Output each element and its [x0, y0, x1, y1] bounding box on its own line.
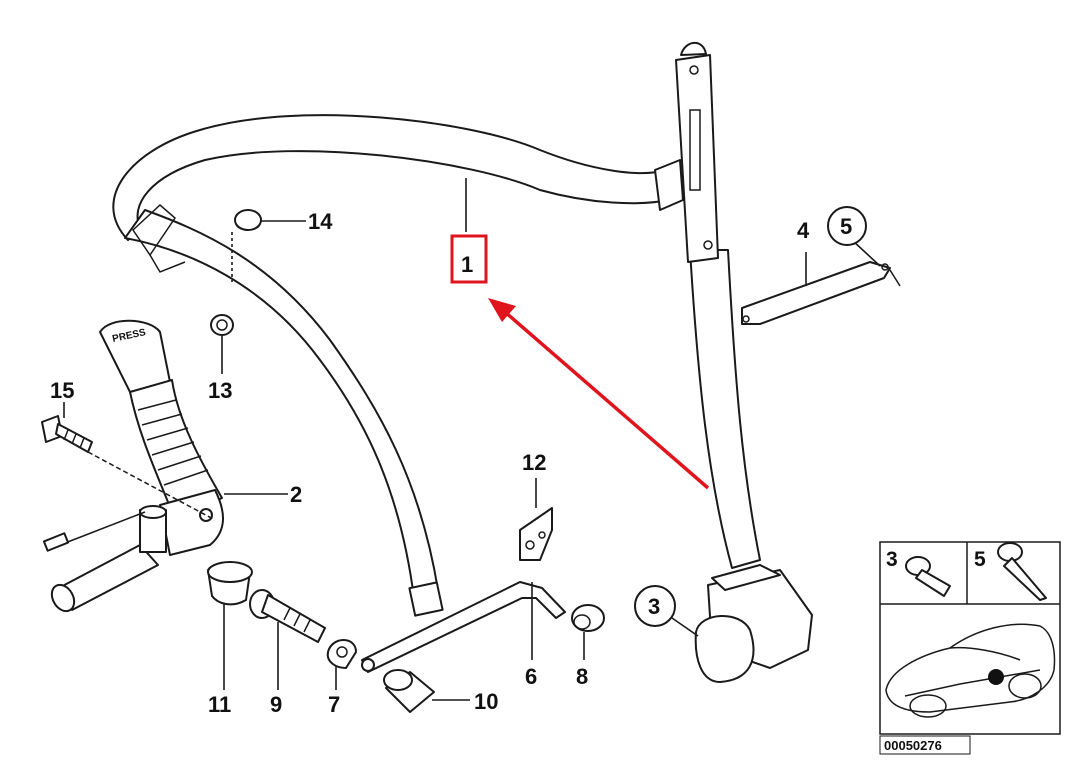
- location-dot-icon: [988, 669, 1004, 685]
- part-label-4: 4: [797, 218, 810, 243]
- screw-icon: [997, 542, 1047, 601]
- red-pointer-arrow: [488, 298, 710, 490]
- buckle-bolt: [41, 415, 93, 453]
- part-label-8: 8: [576, 664, 588, 689]
- inset-label-3: 3: [886, 548, 898, 571]
- part-label-13: 13: [208, 378, 232, 403]
- inset-label-5: 5: [974, 548, 986, 571]
- part-label-1: 1: [461, 252, 473, 277]
- anchor-bar: [741, 261, 901, 325]
- part-label-6: 6: [525, 664, 537, 689]
- part-label-12: 12: [522, 450, 546, 475]
- bolt-icon: [905, 556, 951, 597]
- part-label-15: 15: [50, 378, 74, 403]
- nut-small: [210, 314, 234, 336]
- belt-buckle: PRESS: [42, 319, 224, 613]
- sleeve: [383, 669, 435, 713]
- part-label-14: 14: [308, 209, 333, 234]
- part-label-10: 10: [474, 689, 498, 714]
- belt-retractor: [694, 564, 813, 683]
- part-label-2: 2: [290, 482, 302, 507]
- car-outline-icon: [885, 623, 1056, 718]
- lower-guide-rod: [361, 581, 566, 673]
- bolt: [249, 589, 326, 643]
- part-label-9: 9: [270, 692, 282, 717]
- part-label-5: 5: [840, 214, 852, 239]
- cap: [234, 209, 262, 231]
- leader-lines: [63, 178, 881, 701]
- callout-labels: 1 2 3 4 5 6 7 8 9 10 11 12 13 14 15: [50, 206, 867, 717]
- spacer-bushing: [207, 561, 253, 606]
- bracket: [519, 507, 553, 561]
- part-1-highlight-box: [450, 234, 488, 284]
- part-label-11: 11: [208, 692, 231, 717]
- part-label-7: 7: [328, 692, 340, 717]
- part-3-circle: [634, 585, 676, 627]
- part-5-circle: [827, 206, 867, 246]
- clip: [326, 639, 357, 669]
- seat-belt-webbing: [112, 41, 761, 617]
- nut: [571, 604, 605, 632]
- reference-inset: 3 5 00050276: [879, 541, 1061, 755]
- image-number: 00050276: [884, 738, 942, 753]
- part-label-3: 3: [648, 594, 660, 619]
